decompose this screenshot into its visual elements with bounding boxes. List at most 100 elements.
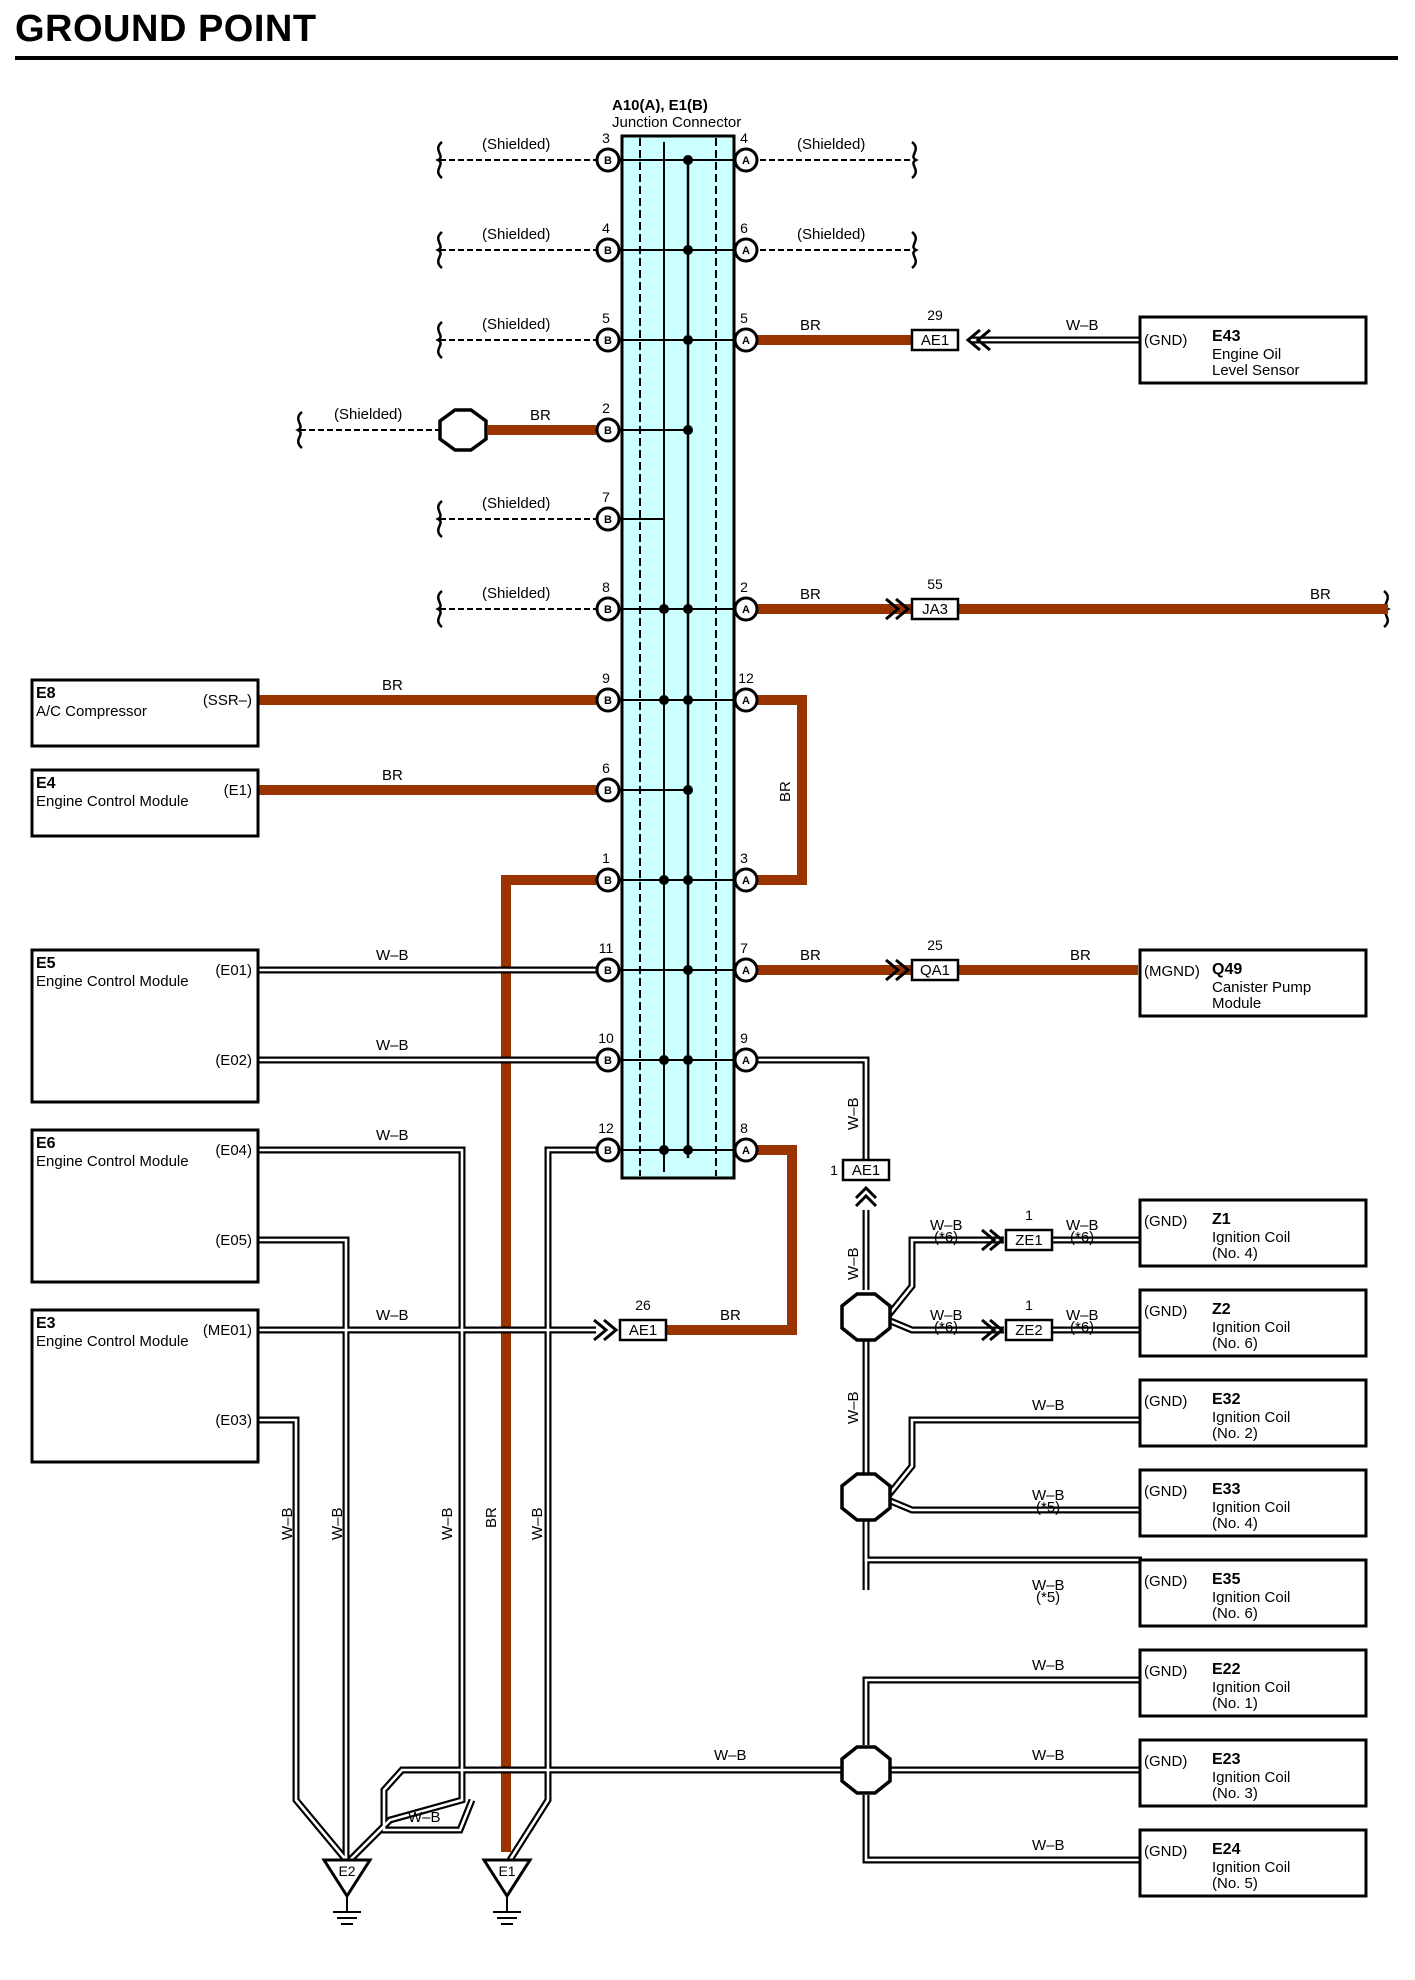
shielded-label: (Shielded) (797, 226, 865, 243)
diagram-label: (GND) (1144, 1483, 1187, 1500)
diagram-label: 5 (740, 310, 748, 326)
diagram-label: B (604, 155, 612, 167)
diagram-g (258, 338, 1142, 1862)
diagram-label: A (742, 245, 750, 257)
diagram-label: B (604, 875, 612, 887)
diagram-path (435, 321, 443, 359)
inline-connector-QA1-25: QA1 25 (885, 937, 960, 982)
diagram-label: 9 (602, 670, 610, 686)
diagram-polyline (608, 518, 665, 700)
diagram-polygon (481, 1858, 533, 1899)
diagram-label: B (604, 965, 612, 977)
pin-circle (595, 237, 621, 263)
inline-connector-AE1-1: AE1 1 (830, 1158, 891, 1208)
component-E24: (GND) E24 Ignition Coil (No. 5) (1138, 1828, 1368, 1898)
wb-label-vertical: W–B (845, 1097, 862, 1130)
diagram-circle (659, 1145, 669, 1155)
wb-label-vertical: W–B (845, 1247, 862, 1280)
diagram-label: (E04) (215, 1142, 252, 1159)
shielded-label: (Shielded) (334, 406, 402, 423)
diagram-rect (1138, 1738, 1368, 1808)
diagram-g (733, 687, 759, 713)
diagram-polyline (862, 1795, 1140, 1864)
junction-title: A10(A), E1(B) (612, 97, 708, 114)
br-label: BR (800, 947, 821, 964)
diagram-g (733, 1047, 759, 1073)
diagram-label: Q49 (1212, 961, 1242, 978)
pin-circle (733, 596, 759, 622)
diagram-label: Ignition Coil (1212, 1409, 1290, 1426)
diagram-label: (SSR–) (203, 692, 252, 709)
diagram-polyline (258, 1418, 347, 1861)
diagram-g (733, 327, 759, 353)
diagram-circle (683, 875, 693, 885)
diagram-label: E3 (36, 1315, 56, 1332)
diagram-g (595, 777, 621, 803)
diagram-label: ZE1 (1015, 1232, 1043, 1249)
pin-circle (595, 327, 621, 353)
inline-connector-ZE1: ZE1 1 (981, 1207, 1054, 1252)
diagram-label: A (742, 155, 750, 167)
diagram-circle (683, 604, 693, 614)
diagram-rect (910, 958, 960, 982)
component-E23: (GND) E23 Ignition Coil (No. 3) (1138, 1738, 1368, 1808)
diagram-circle (683, 425, 693, 435)
diagram-polyline (885, 1416, 1140, 1499)
splice-octagon (438, 408, 488, 452)
pin-circle (595, 957, 621, 983)
wb-label: W–B (1032, 1837, 1065, 1854)
diagram-label: A (742, 965, 750, 977)
splice-octagon (840, 1472, 892, 1522)
pin-circle (595, 1047, 621, 1073)
component-E8: E8 A/C Compressor (SSR–) (30, 678, 260, 748)
component-Z1: (GND) Z1 Ignition Coil (No. 4) (1138, 1198, 1368, 1268)
splice-octagon (840, 1745, 892, 1795)
pin-circle (733, 687, 759, 713)
inline-connector-JA3-55: JA3 55 (885, 576, 960, 621)
diagram-label: (GND) (1144, 1213, 1187, 1230)
diagram-label: B (604, 785, 612, 797)
diagram-label: (GND) (1144, 332, 1187, 349)
diagram-rect (1138, 1288, 1368, 1358)
diagram-polyline (864, 1795, 1140, 1862)
pin-circle (733, 147, 759, 173)
shielded-wires (300, 159, 910, 610)
diagram-polyline (886, 1418, 1140, 1497)
diagram-label: E33 (1212, 1481, 1241, 1498)
diagram-label: Ignition Coil (1212, 1679, 1290, 1696)
wb-label: W–B (1032, 1577, 1065, 1594)
footnote: (*5) (1036, 1499, 1060, 1516)
diagram-label: 3 (602, 130, 610, 146)
diagram-rect (910, 328, 960, 352)
diagram-label: E43 (1212, 328, 1241, 345)
diagram-rect (1138, 1198, 1368, 1268)
diagram-label: 2 (740, 579, 748, 595)
pin-circle (595, 147, 621, 173)
wb-label: W–B (930, 1307, 963, 1324)
component-E3: E3 Engine Control Module (ME01) (E03) (30, 1308, 260, 1464)
pin-circle (595, 777, 621, 803)
diagram-polyline (666, 1145, 797, 1335)
diagram-polyline (258, 1238, 348, 1860)
diagram-polyline (258, 1416, 349, 1863)
diagram-label: 25 (927, 937, 943, 953)
diagram-polyline (258, 1148, 464, 1861)
pin-circle (595, 417, 621, 443)
wb-label: W–B (930, 1217, 963, 1234)
diagram-label: Engine Oil (1212, 346, 1281, 363)
diagram-label: 9 (740, 1030, 748, 1046)
diagram-label: JA3 (922, 601, 948, 618)
junction-block (620, 134, 736, 1180)
footnote: (*6) (934, 1229, 958, 1246)
diagram-label: A/C Compressor (36, 703, 147, 720)
wb-label: W–B (1032, 1747, 1065, 1764)
diagram-g (595, 327, 621, 353)
diagram-polyline (886, 1496, 1140, 1514)
br-label-vertical: BR (483, 1507, 500, 1528)
diagram-label: 29 (927, 307, 943, 323)
wb-wires (258, 336, 1142, 1864)
title-rule (15, 56, 1398, 60)
component-E4: E4 Engine Control Module (E1) (30, 768, 260, 838)
diagram-label: A (742, 695, 750, 707)
